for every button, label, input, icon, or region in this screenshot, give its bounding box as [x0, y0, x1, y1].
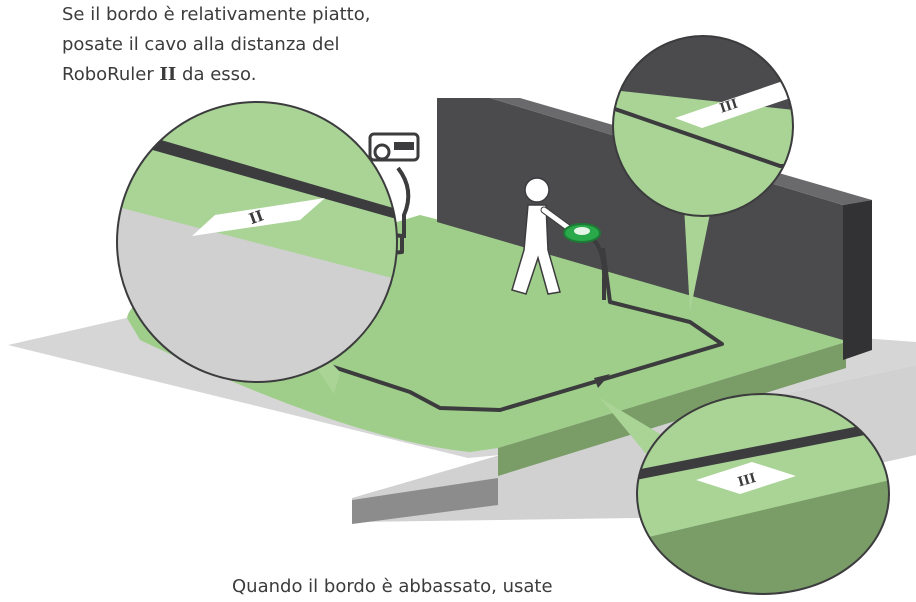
caption-top-line3-suffix: da esso. — [176, 64, 257, 85]
lawn-edge-dark — [498, 342, 846, 476]
wall-front — [437, 98, 843, 340]
caption-top-line3-prefix: RoboRuler — [62, 64, 160, 85]
charging-station-icon — [368, 132, 420, 238]
caption-top: Se il bordo è relativamente piatto, posa… — [62, 0, 402, 90]
caption-top-roman: II — [159, 64, 177, 85]
caption-bottom-line1: Quando il bordo è abbassato, usate — [232, 576, 553, 597]
curb-face — [352, 478, 498, 524]
ruler-label-top-right: III — [718, 97, 740, 117]
boundary-wire — [220, 230, 724, 412]
magnifier-top-right: III — [612, 35, 794, 312]
magnifier-left: II — [116, 101, 398, 394]
caption-top-line1: Se il bordo è relativamente piatto, — [62, 4, 371, 25]
wall-side — [843, 200, 872, 360]
wire-spool-icon — [563, 223, 607, 300]
wire-arrow-bottom — [594, 374, 610, 388]
person-figure — [511, 177, 578, 295]
caption-top-line2: posate il cavo alla distanza del — [62, 34, 340, 55]
ruler-label-left: II — [247, 206, 266, 228]
caption-bottom: Quando il bordo è abbassato, usate — [232, 572, 592, 602]
caption-top-line3: RoboRuler II da esso. — [62, 60, 402, 90]
ruler-label-bottom-right: III — [736, 471, 758, 490]
magnifier-bottom-right: III — [600, 393, 890, 595]
